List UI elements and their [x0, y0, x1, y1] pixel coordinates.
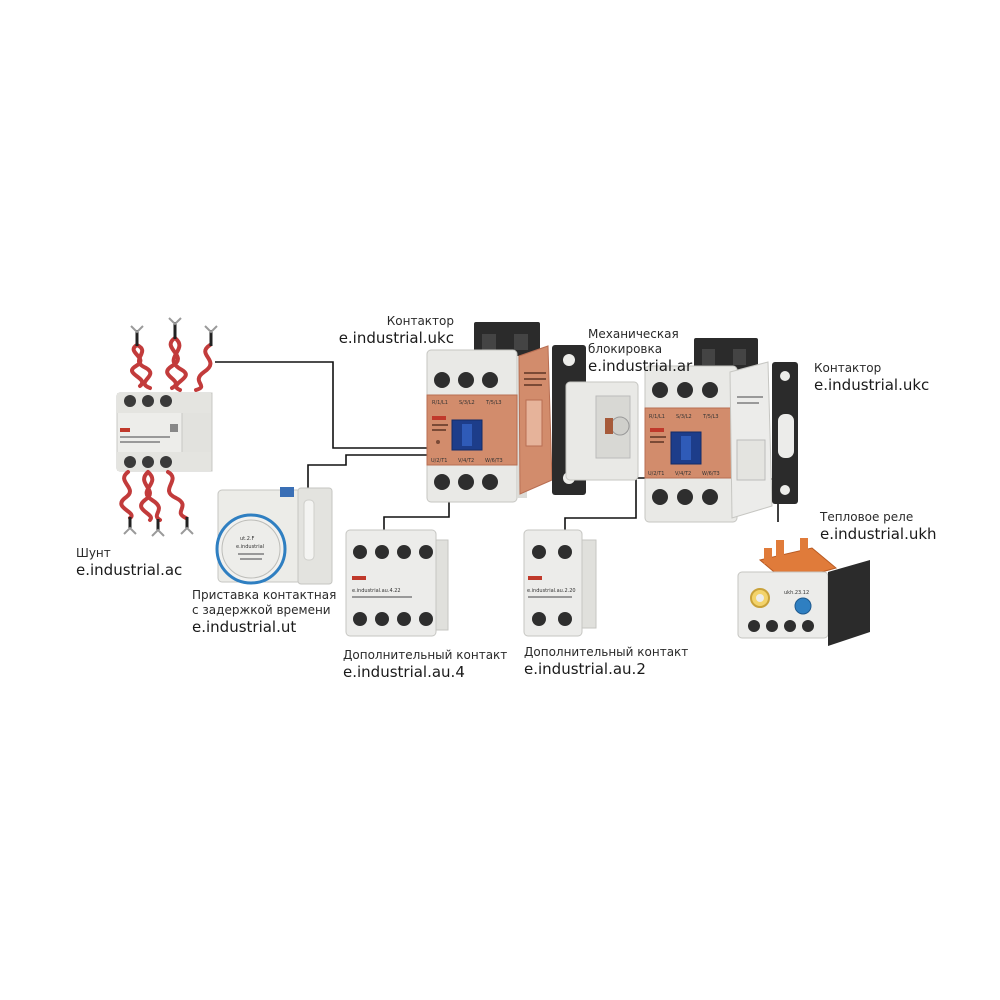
terminal-top-3: T/5/L3 [485, 400, 502, 406]
shunt-device [116, 317, 218, 537]
aux2-model-text: e.industrial.au.2.20 [527, 588, 576, 594]
terminal-bottom-2: V/4/T2 [458, 458, 474, 464]
caption-thermal: Тепловое реле [820, 510, 914, 524]
line-timer [307, 454, 432, 490]
terminal-bottom-1-right: U/2/T1 [648, 471, 664, 477]
terminal-top-2-right: S/3/L2 [676, 414, 692, 420]
code-interlock: e.industrial.ar [588, 357, 693, 375]
timer-attachment-device: ut.2.F e.industrial [215, 487, 333, 585]
terminal-top-1: R/1/L1 [432, 400, 448, 406]
thermal-relay-device: ukh.23.12 [737, 538, 870, 646]
label-aux4: Дополнительный контакт e.industrial.au.4 [343, 648, 507, 682]
caption-contactor-right: Контактор [814, 361, 882, 375]
caption-contactor-left: Контактор [386, 314, 454, 328]
label-thermal: Тепловое реле e.industrial.ukh [820, 510, 937, 544]
code-aux2: e.industrial.au.2 [524, 660, 646, 678]
aux-contact-4-device: e.industrial.au.4.22 [345, 529, 449, 637]
timer-model-text: ut.2.F [240, 536, 254, 542]
label-contactor-left: Контактор e.industrial.ukc [330, 314, 454, 348]
label-timer: Приставка контактная с задержкой времени… [192, 588, 336, 637]
mechanical-interlock-device [552, 345, 639, 495]
line-shunt [215, 361, 432, 449]
code-aux4: e.industrial.au.4 [343, 663, 465, 681]
code-thermal: e.industrial.ukh [820, 525, 937, 543]
terminal-bottom-3-right: W/6/T3 [702, 471, 720, 477]
caption-timer-2: с задержкой времени [192, 603, 331, 617]
code-contactor-right: e.industrial.ukc [814, 376, 930, 394]
contactor-right-device: R/1/L1 S/3/L2 T/5/L3 U/2/T1 V/4/T2 W/6/T… [644, 338, 798, 523]
aux-contact-2-device: e.industrial.au.2.20 [523, 529, 597, 637]
label-shunt: Шунт e.industrial.ac [76, 546, 182, 580]
caption-interlock-2: блокировка [588, 342, 663, 356]
caption-timer-1: Приставка контактная [192, 588, 337, 602]
terminal-bottom-2-right: V/4/T2 [675, 471, 691, 477]
contactor-left-device: R/1/L1 S/3/L2 T/5/L3 U/2/T1 V/4/T2 W/6/T… [426, 322, 553, 503]
code-timer: e.industrial.ut [192, 618, 297, 636]
caption-interlock-1: Механическая [588, 327, 679, 341]
label-aux2: Дополнительный контакт e.industrial.au.2 [524, 645, 688, 679]
label-interlock: Механическая блокировка e.industrial.ar [588, 327, 692, 376]
code-shunt: e.industrial.ac [76, 561, 183, 579]
code-contactor-left: e.industrial.ukc [338, 329, 454, 347]
timer-brand-text: e.industrial [236, 544, 264, 550]
aux4-model-text: e.industrial.au.4.22 [352, 588, 401, 594]
line-aux2 [564, 477, 650, 530]
caption-aux2: Дополнительный контакт [524, 645, 689, 659]
terminal-top-1-right: R/1/L1 [649, 414, 665, 420]
terminal-top-2: S/3/L2 [459, 400, 475, 406]
label-contactor-right: Контактор e.industrial.ukc [814, 361, 929, 395]
caption-shunt: Шунт [76, 546, 111, 560]
terminal-bottom-3: W/6/T3 [485, 458, 503, 464]
terminal-bottom-1: U/2/T1 [431, 458, 447, 464]
thermal-model-text: ukh.23.12 [784, 590, 809, 596]
terminal-top-3-right: T/5/L3 [702, 414, 719, 420]
caption-aux4: Дополнительный контакт [343, 648, 508, 662]
